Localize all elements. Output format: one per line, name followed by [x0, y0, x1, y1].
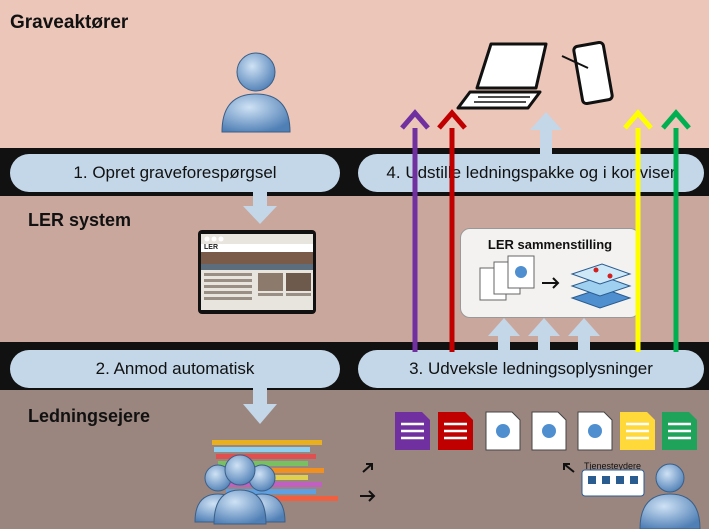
tjenesteydere-label: Tjenesteydere — [584, 461, 642, 471]
small-arrow-icon — [360, 490, 376, 502]
graveaktorer-title: Graveaktører — [10, 12, 129, 33]
small-arrow-icon — [362, 463, 373, 473]
service-provider-icon — [581, 463, 701, 529]
person-icon — [221, 52, 291, 133]
ler-system-title: LER system — [28, 210, 132, 230]
small-arrow-icon — [563, 463, 575, 473]
ledningsejere-title: Ledningsejere — [28, 406, 151, 426]
xml-file-icon — [531, 411, 567, 451]
ler-website-screenshot: LER — [198, 230, 316, 314]
website-preview-icon — [201, 234, 313, 310]
yellow-file-icon — [620, 412, 655, 450]
screen-brand: LER — [204, 244, 218, 251]
map-layers-icon — [570, 263, 632, 309]
tablet-icon — [561, 40, 614, 106]
step-1-pill: 1. Opret graveforespørgsel — [10, 154, 340, 192]
light-arrows — [243, 112, 600, 424]
red-file-icon — [438, 412, 473, 450]
xml-file-icon — [485, 411, 521, 451]
laptop-icon — [456, 42, 548, 110]
step-3-pill: 3. Udveksle ledningsoplysninger — [358, 350, 704, 388]
green-file-icon — [662, 412, 697, 450]
xml-file-icon — [577, 411, 613, 451]
document-stack-icon — [479, 255, 535, 301]
colored-arrows — [400, 109, 691, 352]
purple-file-icon — [395, 412, 430, 450]
arrow-right-icon — [542, 277, 560, 289]
ler-sammenstilling-title: LER sammenstilling — [487, 237, 613, 252]
step-2-pill: 2. Anmod automatisk — [10, 350, 340, 388]
person-group-icon — [194, 454, 286, 525]
